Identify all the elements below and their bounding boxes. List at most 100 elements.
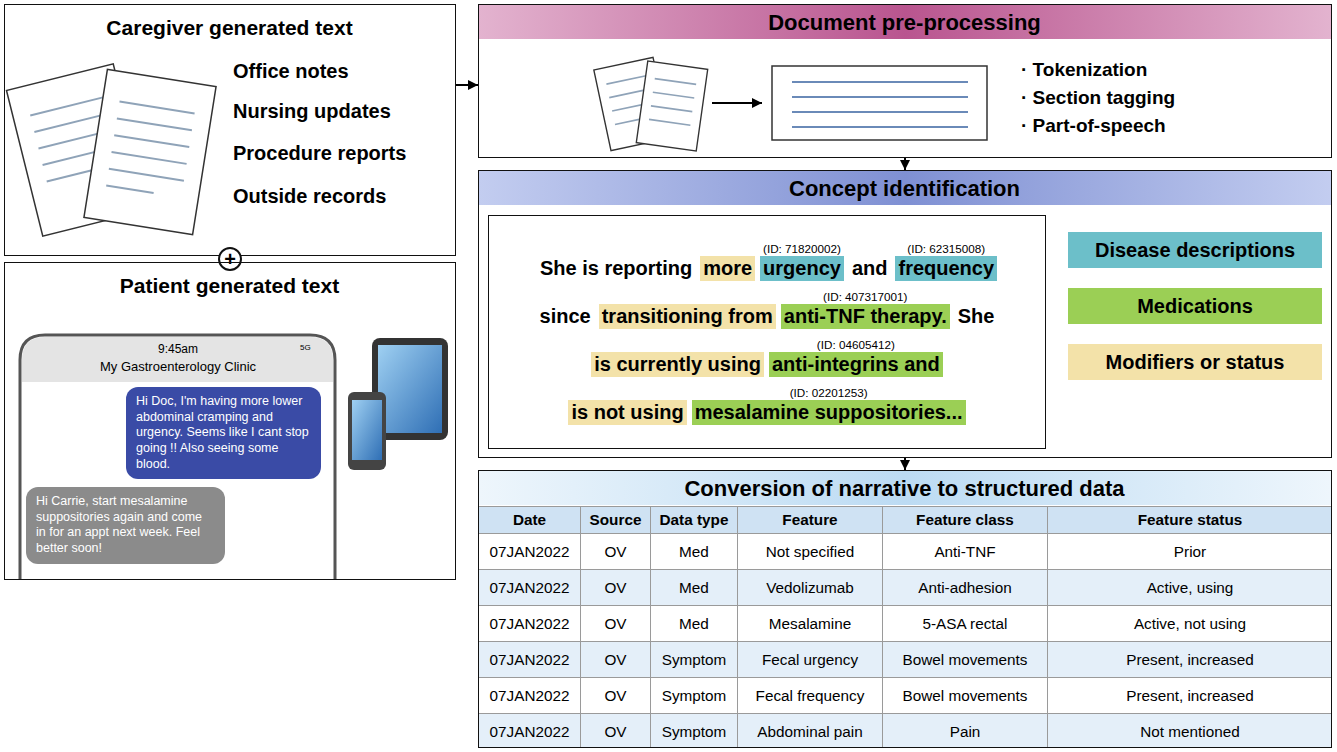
node-text: Outside records <box>233 185 386 208</box>
table-cell: Fecal urgency <box>738 641 883 677</box>
concept-id: (ID: 62315008) <box>907 242 985 255</box>
signal-label: 5G <box>300 343 311 352</box>
table-header: Feature <box>738 506 883 533</box>
segment-wrap: more <box>700 256 755 281</box>
sentence-segment: since <box>537 304 594 329</box>
sentence-segment: and <box>849 256 891 281</box>
table-cell: OV <box>581 713 651 748</box>
table-cell: 07JAN2022 <box>479 569 581 605</box>
sentence-segment: She <box>955 304 998 329</box>
concept-id: (ID: 407317001) <box>823 290 907 303</box>
node-text: Nursing updates <box>233 100 391 123</box>
segment-wrap: mesalamine suppositories...(ID: 02201253… <box>692 400 966 425</box>
sentence-segment: transitioning from <box>599 304 776 329</box>
table-cell: Active, using <box>1048 569 1332 605</box>
node-text: Caregiver generated text <box>5 16 454 40</box>
node-text: Procedure reports <box>233 142 406 165</box>
table-cell: OV <box>581 677 651 713</box>
connector-arrow <box>904 458 906 470</box>
table-cell: 07JAN2022 <box>479 605 581 641</box>
table-cell: 5-ASA rectal <box>883 605 1048 641</box>
table-header: Date <box>479 506 581 533</box>
table-header: Source <box>581 506 651 533</box>
legend-swatch: Modifiers or status <box>1068 344 1322 380</box>
chat-bubble: Hi Doc, I'm having more lower abdominal … <box>126 387 321 479</box>
sentence-line: sincetransitioning fromanti-TNF therapy.… <box>537 287 998 329</box>
legend-text: Disease descriptions <box>1095 239 1295 262</box>
table-cell: Abdominal pain <box>738 713 883 748</box>
sentence-segment: is currently using <box>591 352 764 377</box>
source-panel: Caregiver generated textOffice notesNurs… <box>4 4 456 256</box>
sentence-line: is currently usinganti-integrins and(ID:… <box>591 335 943 377</box>
sentence-line: She is reportingmoreurgency(ID: 71820002… <box>537 239 997 281</box>
table-cell: Active, not using <box>1048 605 1332 641</box>
sentence-box: She is reportingmoreurgency(ID: 71820002… <box>488 215 1046 449</box>
sentence-segment: urgency <box>760 256 844 281</box>
table-cell: Prior <box>1048 533 1332 569</box>
node-text: · Part-of-speech <box>1021 115 1166 137</box>
legend-text: Medications <box>1137 295 1253 318</box>
legend-text: Modifiers or status <box>1106 351 1285 374</box>
preprocess-illustration <box>594 57 987 151</box>
chat-title: My Gastroenterology Clinic <box>78 359 278 374</box>
table-cell: Not specified <box>738 533 883 569</box>
concept-id: (ID: 04605412) <box>817 338 895 351</box>
table-cell: Mesalamine <box>738 605 883 641</box>
node-text: Concept identification <box>479 176 1330 202</box>
segment-wrap: frequency(ID: 62315008) <box>895 256 997 281</box>
segment-wrap: is currently using <box>591 352 764 377</box>
table-header: Feature status <box>1048 506 1332 533</box>
table-cell: OV <box>581 641 651 677</box>
table-header: Data type <box>651 506 738 533</box>
table-cell: Present, increased <box>1048 677 1332 713</box>
table-cell: OV <box>581 569 651 605</box>
node-text: · Section tagging <box>1021 87 1175 109</box>
table-cell: Med <box>651 569 738 605</box>
legend-swatch: Medications <box>1068 288 1322 324</box>
node-text: Office notes <box>233 60 349 83</box>
segment-wrap: urgency(ID: 71820002) <box>760 256 844 281</box>
concept-id: (ID: 02201253) <box>790 386 868 399</box>
chat-bubble: Hi Carrie, start mesalamine suppositorie… <box>26 487 225 564</box>
table-cell: Med <box>651 533 738 569</box>
node-text: Patient generated text <box>5 274 454 298</box>
connector-arrow <box>456 84 478 86</box>
sentence-segment: is not using <box>568 400 686 425</box>
legend-swatch: Disease descriptions <box>1068 232 1322 268</box>
step-panel: Document pre-processing · Tokenization · S… <box>478 4 1332 158</box>
segment-wrap: anti-integrins and(ID: 04605412) <box>769 352 943 377</box>
table-cell: Med <box>651 605 738 641</box>
table-cell: 07JAN2022 <box>479 533 581 569</box>
table-cell: 07JAN2022 <box>479 677 581 713</box>
table-cell: Vedolizumab <box>738 569 883 605</box>
table-cell: Symptom <box>651 677 738 713</box>
sentence-segment: mesalamine suppositories... <box>692 400 966 425</box>
step-panel: Conversion of narrative to structured da… <box>478 470 1332 748</box>
node-text: · Tokenization <box>1021 59 1147 81</box>
node-text: Document pre-processing <box>479 10 1330 36</box>
table-cell: Fecal frequency <box>738 677 883 713</box>
sentence-segment: more <box>700 256 755 281</box>
sentence-segment: She is reporting <box>537 256 695 281</box>
sentence-segment: frequency <box>895 256 997 281</box>
table-header: Feature class <box>883 506 1048 533</box>
segment-wrap: transitioning from <box>599 304 776 329</box>
sentence-line: is not usingmesalamine suppositories...(… <box>568 383 965 425</box>
device-icons <box>348 338 448 470</box>
table-cell: Not mentioned <box>1048 713 1332 748</box>
table-cell: Present, increased <box>1048 641 1332 677</box>
node-text: Hi Carrie, start mesalamine suppositorie… <box>36 494 215 557</box>
table-cell: OV <box>581 533 651 569</box>
table-cell: OV <box>581 605 651 641</box>
table-cell: Symptom <box>651 641 738 677</box>
segment-wrap: and <box>849 256 891 281</box>
sentence-segment: anti-TNF therapy. <box>781 304 950 329</box>
concept-id: (ID: 71820002) <box>763 242 841 255</box>
segment-wrap: anti-TNF therapy.(ID: 407317001) <box>781 304 950 329</box>
segment-wrap: She is reporting <box>537 256 695 281</box>
table-cell: Anti-TNF <box>883 533 1048 569</box>
table-cell: Symptom <box>651 713 738 748</box>
table-cell: Anti-adhesion <box>883 569 1048 605</box>
node-text: Conversion of narrative to structured da… <box>479 476 1330 502</box>
